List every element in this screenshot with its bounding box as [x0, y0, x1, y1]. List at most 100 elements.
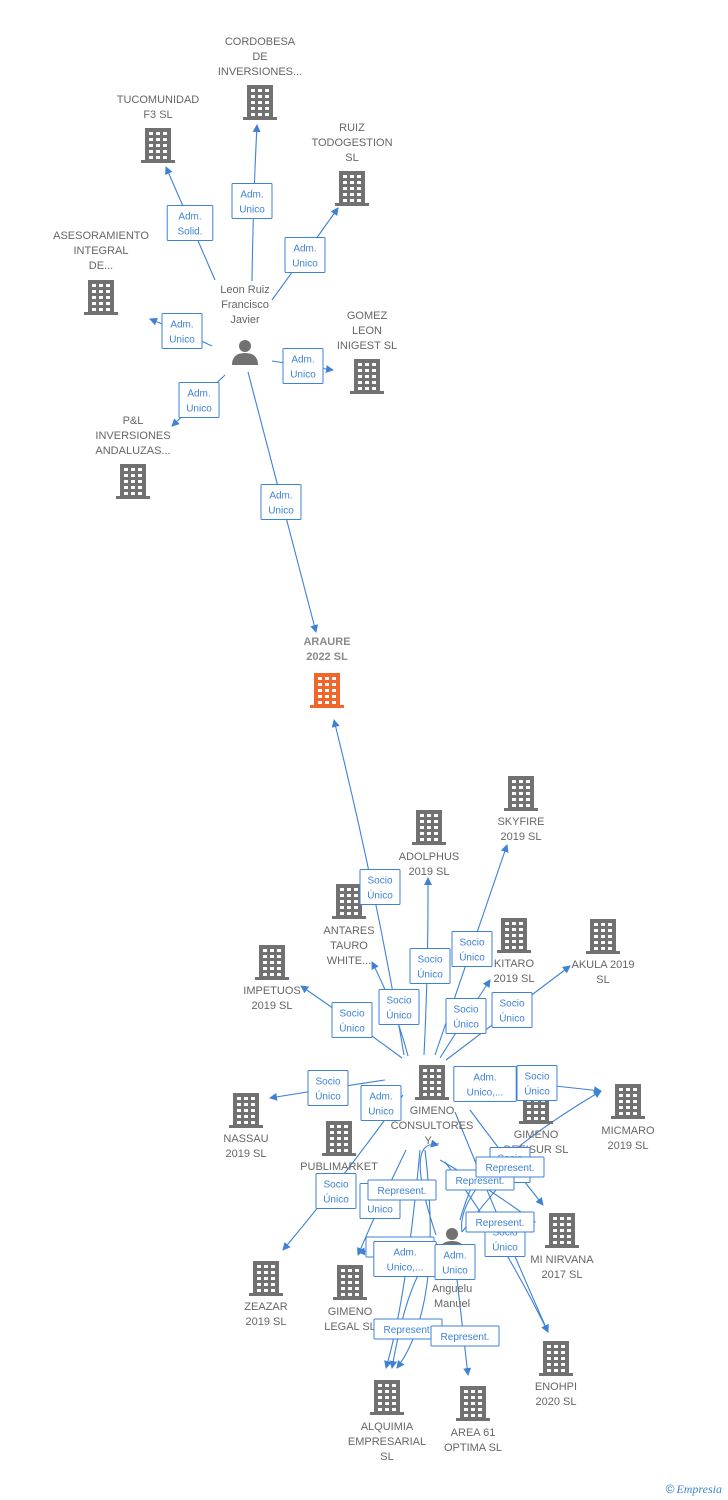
edge-label-leon-to-asesoramiento[interactable]: Adm.Unico — [161, 313, 203, 349]
node-label-cordobesa: DE — [252, 51, 267, 63]
node-label-anguelu: Anguelu — [432, 1283, 472, 1295]
edge-label-box — [465, 1211, 535, 1233]
edge-label-text: Adm. — [291, 355, 314, 366]
leon-person-icon — [232, 340, 258, 365]
micmaro-building-icon — [611, 1084, 645, 1119]
node-label-gimenodefisur: GIMENO — [514, 1129, 559, 1141]
edge-label-text: Único — [499, 1012, 525, 1025]
edge-label-text: Único — [492, 1241, 518, 1254]
edge-label-gimeno-to-enohpi[interactable]: Represent. — [465, 1211, 535, 1233]
edge-label-leon-to-araure[interactable]: Adm.Unico — [260, 484, 302, 520]
edge-label-box — [451, 931, 493, 967]
edge-label-anguelu-to-alquimia[interactable]: Adm.Unico,... — [373, 1241, 437, 1277]
edge-label-leon-to-cordobesa[interactable]: Adm.Unico — [231, 183, 273, 219]
node-cordobesa[interactable]: CORDOBESADEINVERSIONES... — [218, 36, 302, 120]
araure-building-icon — [310, 673, 344, 708]
edge-label-box — [315, 1173, 357, 1209]
node-label-kitaro: 2019 SL — [494, 973, 535, 985]
edge-label-box — [260, 484, 302, 520]
edge-label-box — [231, 183, 273, 219]
edge-label-text: Socio — [339, 1009, 364, 1020]
node-label-araure: 2022 SL — [306, 651, 348, 663]
edge-label-box — [378, 989, 420, 1025]
edge-label-box — [516, 1065, 558, 1101]
edge-label-text: Unico — [290, 370, 316, 381]
edge-label-box — [367, 1179, 437, 1201]
edge-label-text: Unico — [292, 259, 318, 270]
edge-label-anguelu-to-gimenodefisur[interactable]: Adm.Unico,... — [453, 1066, 517, 1102]
impetuos-building-icon — [255, 945, 289, 980]
edge-label-text: Socio — [459, 938, 484, 949]
node-label-ruiz: TODOGESTION — [311, 137, 392, 149]
node-label-asesoramiento: DE... — [89, 260, 113, 272]
edge-label-leon-to-pl[interactable]: Adm.Unico — [178, 382, 220, 418]
node-micmaro[interactable]: MICMARO 2019 SL — [601, 1084, 655, 1152]
edge-label-leon-to-gomez[interactable]: Adm. Unico — [282, 348, 324, 384]
node-asesoramiento[interactable]: ASESORAMIENTOINTEGRALDE... — [53, 230, 149, 315]
area61-building-icon — [456, 1386, 490, 1421]
edge-label-text: Socio — [323, 1180, 348, 1191]
node-araure[interactable]: ARAURE 2022 SL — [303, 636, 351, 708]
edge-label-text: Represent. — [456, 1176, 505, 1187]
node-label-pl: P&L — [123, 415, 144, 427]
edge-label-leon-to-tucomunidad[interactable]: Adm.Solid. — [166, 205, 214, 241]
node-label-micmaro: MICMARO — [601, 1125, 655, 1137]
node-label-adolphus: 2019 SL — [409, 866, 450, 878]
edge-label-text: Socio — [417, 955, 442, 966]
node-impetuos[interactable]: IMPETUOS 2019 SL — [243, 945, 301, 1012]
edge-label-leon-to-ruiz[interactable]: Adm.Unico — [284, 237, 326, 273]
node-gimeno[interactable]: GIMENOCONSULTORESY... — [391, 1065, 474, 1147]
edge-label-text: Represent. — [441, 1332, 490, 1343]
edge-label-text: Adm. — [240, 190, 263, 201]
edge-label-gimeno-to-area61[interactable]: Represent. — [430, 1325, 500, 1347]
edge-label-text: Adm. — [178, 212, 201, 223]
node-label-impetuos: IMPETUOS — [243, 985, 300, 997]
edge-label-anguelu-to-micmaro[interactable]: Represent. — [367, 1179, 437, 1201]
node-label-leon: Leon Ruiz — [220, 284, 270, 296]
edge-label-box — [161, 313, 203, 349]
node-pl[interactable]: P&LINVERSIONESANDALUZAS... — [95, 415, 171, 499]
node-label-araure: ARAURE — [303, 636, 350, 648]
kitaro-building-icon — [497, 918, 531, 953]
edge-label-anguelu-to-area61[interactable]: Adm.Unico — [434, 1244, 476, 1280]
edge-label-text: Unico — [442, 1266, 468, 1277]
node-label-pl: INVERSIONES — [95, 430, 170, 442]
edge-label-box — [282, 348, 324, 384]
node-label-impetuos: 2019 SL — [252, 1000, 293, 1012]
akula-building-icon — [586, 919, 620, 954]
node-label-micmaro: 2019 SL — [608, 1140, 649, 1152]
node-label-gomez: GOMEZ — [347, 310, 388, 322]
edge-label-text: Adm. — [170, 320, 193, 331]
node-label-skyfire: 2019 SL — [501, 831, 542, 843]
edge-label-anguelu-to-gimeno[interactable]: Adm.Unico — [360, 1085, 402, 1121]
edge-label-text: Único — [339, 1022, 365, 1035]
node-publimarket[interactable]: PUBLIMARKET — [300, 1121, 378, 1173]
edge-label-anguelu-to-minirvana[interactable]: Represent. — [475, 1156, 545, 1178]
node-antares[interactable]: ANTARESTAUROWHITE... — [323, 884, 375, 967]
